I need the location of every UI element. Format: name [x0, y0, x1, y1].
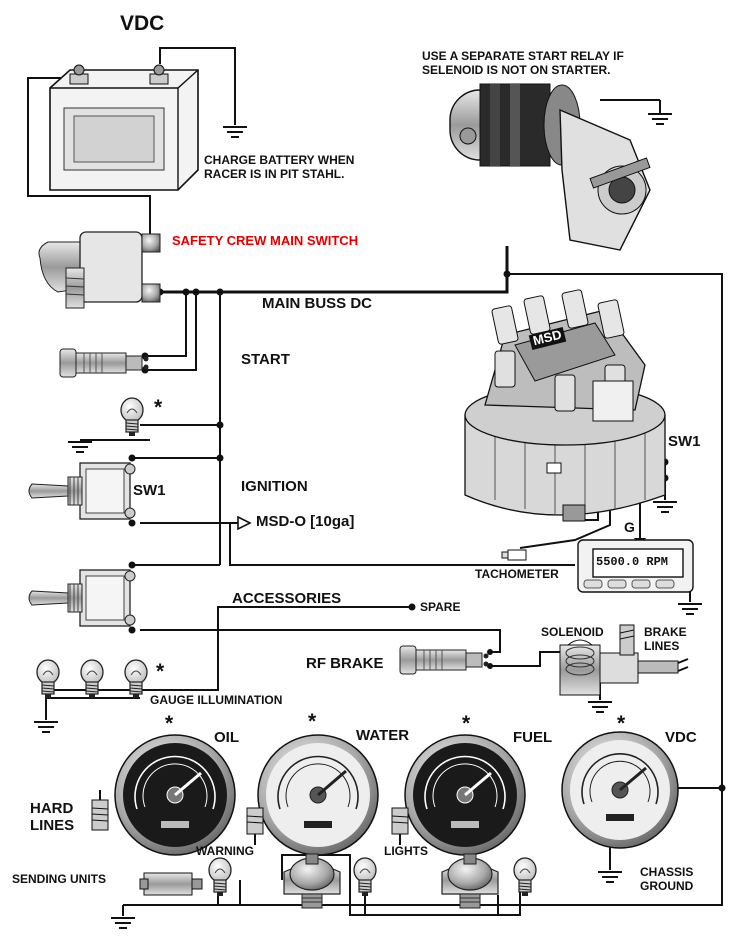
rf-brake-feed [218, 629, 501, 653]
battery-negative-cable [27, 77, 151, 234]
starter-motor [449, 83, 651, 251]
tach-feed [229, 523, 575, 566]
junction-dots [128, 270, 726, 792]
gauge-bulb-3 [124, 659, 148, 699]
tachometer-label: TACHOMETER [475, 567, 559, 581]
relay-note: USE A SEPARATE START RELAY IF SELENOID I… [422, 49, 624, 77]
tach-connector [501, 549, 527, 561]
solenoid-ground-symbol [587, 701, 613, 713]
sw1-left-label: SW1 [133, 482, 166, 499]
ignition-toggle-switch [28, 462, 136, 520]
water-label: WATER [356, 727, 410, 744]
oil-label: OIL [214, 729, 239, 746]
msd-output-label: MSD-O [10ga] [256, 513, 355, 530]
msd-distributor [464, 289, 666, 522]
g-label: G [624, 519, 635, 535]
sw1-right-label: SW1 [668, 433, 701, 450]
water-gauge [257, 734, 379, 856]
lights-label: LIGHTS [384, 844, 428, 858]
warning-bulb-2 [353, 857, 377, 897]
accessories-bus [140, 606, 412, 631]
gauge-bulb-socket-oil [91, 799, 109, 831]
start-wire-a [142, 292, 187, 357]
msd-arrow [237, 515, 252, 531]
oil-asterisk: * [165, 712, 174, 735]
brake-lines-label: BRAKE LINES [644, 625, 687, 653]
sending-units-label: SENDING UNITS [12, 872, 107, 886]
main-buss-trunk [240, 273, 723, 906]
water-asterisk: * [308, 710, 317, 733]
lamp-ground-symbol [67, 441, 93, 453]
sending-unit-3 [441, 853, 499, 909]
vdc-gauge [561, 731, 679, 849]
gauge-illumination-feed [46, 630, 219, 691]
fuel-gauge [404, 734, 526, 856]
warning-bulb-3 [513, 857, 537, 897]
tachometer [577, 539, 694, 593]
warning-bulb-1 [208, 857, 232, 897]
safety-main-switch-label: SAFETY CREW MAIN SWITCH [172, 233, 359, 248]
main-buss-bar [158, 246, 509, 294]
battery-ground-cable [159, 47, 236, 125]
illumination-asterisk: * [156, 660, 165, 683]
chassis-ground-label: CHASSIS GROUND [640, 865, 694, 893]
gauge-bulb-socket-fuel [391, 807, 409, 835]
tach-readout: 5500.0 RPM [596, 555, 669, 569]
gauge-bulb-socket-water [246, 807, 264, 835]
oil-gauge [114, 734, 236, 856]
brake-solenoid [559, 624, 689, 696]
fuel-label: FUEL [513, 729, 553, 746]
accessories-label: ACCESSORIES [232, 590, 342, 607]
gauge-bulb-1 [36, 659, 60, 699]
indicator-asterisk: * [154, 396, 163, 419]
sending-unit-1 [139, 872, 203, 896]
vdc-gauge-label: VDC [665, 729, 697, 746]
rf-brake-label: RF BRAKE [306, 655, 384, 672]
warning-label: WARNING [196, 844, 254, 858]
charge-note: CHARGE BATTERY WHEN RACER IS IN PIT STAH… [204, 153, 355, 181]
accessories-toggle-switch [28, 569, 136, 627]
start-label: START [241, 351, 290, 368]
main-buss-label: MAIN BUSS DC [262, 295, 373, 312]
indicator-bulb [120, 397, 144, 437]
ignition-label: IGNITION [241, 478, 308, 495]
master-switch [38, 231, 161, 309]
battery [49, 64, 199, 191]
chassis-ground-symbol [597, 871, 623, 883]
gauge-illumination-label: GAUGE ILLUMINATION [150, 693, 283, 707]
sending-unit-2 [283, 853, 341, 909]
illumination-ground-symbol [33, 721, 59, 733]
start-wire-b [142, 292, 197, 371]
battery-ground-symbol [222, 126, 248, 138]
solenoid-label: SOLENOID [541, 625, 604, 639]
hard-lines-label: HARD LINES [30, 800, 75, 835]
vdc-asterisk: * [617, 712, 626, 735]
start-button [59, 348, 149, 378]
gauge-bulb-2 [80, 659, 104, 699]
sender-ground-symbol [110, 917, 136, 929]
starter-ground-symbol [647, 113, 673, 125]
rf-brake-switch [399, 645, 489, 675]
spare-label: SPARE [420, 600, 461, 614]
vdc-title: VDC [120, 12, 165, 35]
tach-ground-symbol [677, 603, 703, 615]
solenoid-feed [488, 651, 560, 667]
distributor-ground-symbol [652, 501, 678, 513]
fuel-asterisk: * [462, 712, 471, 735]
